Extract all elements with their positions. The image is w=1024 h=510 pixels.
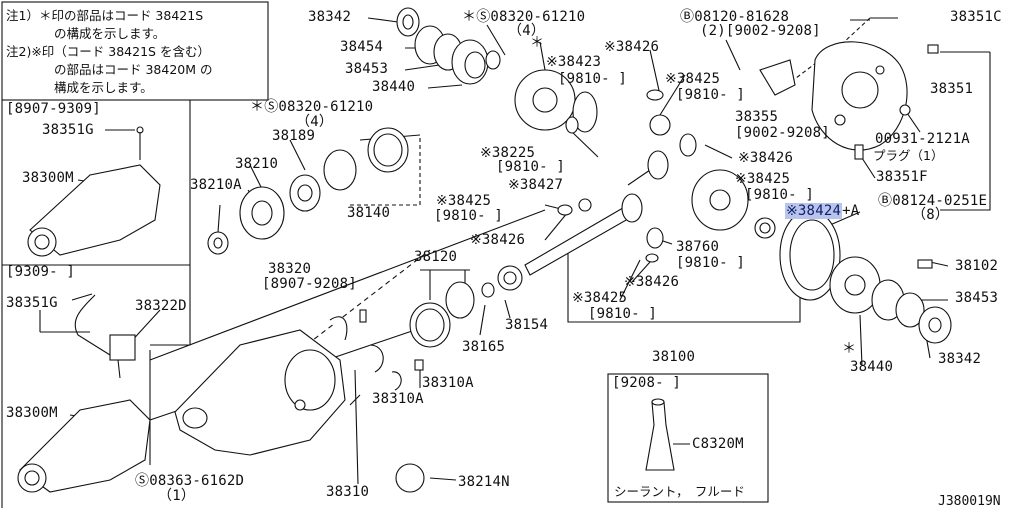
label-38425-right[interactable]: ※38425 <box>735 171 791 187</box>
label-38342-right[interactable]: 38342 <box>938 351 982 367</box>
label-38120[interactable]: 38120 <box>414 249 458 265</box>
label-38355[interactable]: 38355 <box>735 109 779 125</box>
label-38424-group[interactable]: ※38424+A <box>785 203 860 219</box>
label-38102[interactable]: 38102 <box>955 258 999 274</box>
inset-box <box>607 373 769 503</box>
label-38425-c[interactable]: ※38425 <box>572 290 628 306</box>
pinion-bearing-group <box>396 7 776 239</box>
note-1-line-1: 注1）＊印の部品はコード 38421S <box>6 8 204 23</box>
note-2-line-3: 構成を示します。 <box>54 80 153 95</box>
label-38310[interactable]: 38310 <box>326 484 370 500</box>
label-38320-date: [8907-9208] <box>262 276 357 292</box>
label-38440-top[interactable]: 38440 <box>372 79 416 95</box>
label-38210A[interactable]: 38210A <box>190 177 242 193</box>
label-38300M-b[interactable]: 38300M <box>6 405 58 421</box>
label-38351[interactable]: 38351 <box>930 81 974 97</box>
label-inset-caption: シーラント， フルード <box>614 484 745 499</box>
label-38351C[interactable]: 38351C <box>950 9 1002 25</box>
label-inset-date: [9208- ] <box>612 375 682 391</box>
label-bolt-08120-qty: (2)[9002-9208] <box>700 23 821 39</box>
label-38426-c[interactable]: ※38426 <box>624 274 680 290</box>
label-38453-right[interactable]: 38453 <box>955 290 999 306</box>
label-range-9309: [9309- ] <box>6 264 76 280</box>
label-38425-b-date: [9810- ] <box>434 208 504 224</box>
label-bolt-08320-mid[interactable]: ＊Ⓢ08320-61210 <box>250 99 374 115</box>
label-inset-part[interactable]: C8320M <box>692 436 744 452</box>
label-38140[interactable]: 38140 <box>347 205 391 221</box>
label-38423-date: [9810- ] <box>558 71 628 87</box>
label-38351G-a[interactable]: 38351G <box>42 122 94 138</box>
label-38210[interactable]: 38210 <box>235 156 279 172</box>
diff-cover <box>759 41 939 160</box>
label-bolt-08363[interactable]: Ⓢ08363-6162D <box>135 473 245 489</box>
label-00931-sub: プラグ（1） <box>873 148 944 163</box>
label-38310A-a[interactable]: 38310A <box>422 375 474 391</box>
sealant-tube-icon <box>645 398 675 471</box>
label-38355-date: [9002-9208] <box>735 125 830 141</box>
label-38189[interactable]: 38189 <box>272 128 316 144</box>
label-38423[interactable]: ※38423 <box>546 54 602 70</box>
label-bolt-08320-top-qty: （4） <box>508 23 546 39</box>
label-star-38440: ＊ <box>842 341 857 357</box>
note-2-line-1: 注2)※印（コード 38421S を含む） <box>6 44 210 59</box>
label-bolt-08124[interactable]: Ⓑ08124-0251E <box>878 193 988 209</box>
drive-pinion <box>497 193 664 291</box>
label-38225[interactable]: ※38225 <box>480 145 536 161</box>
label-38426-b[interactable]: ※38426 <box>470 232 526 248</box>
label-38760-date: [9810- ] <box>676 255 746 271</box>
label-38351G-b[interactable]: 38351G <box>6 295 58 311</box>
label-38165[interactable]: 38165 <box>462 339 506 355</box>
label-38424-suffix: +A <box>842 203 860 219</box>
label-38100[interactable]: 38100 <box>652 349 696 365</box>
label-00931[interactable]: 00931-2121A <box>875 131 970 147</box>
label-38225-date: [9810- ] <box>496 159 566 175</box>
note-2-line-2: の部品はコード 38420M の <box>54 62 213 77</box>
label-38342-top[interactable]: 38342 <box>308 9 352 25</box>
label-star-38423: ＊ <box>530 35 545 51</box>
label-bolt-08120[interactable]: Ⓑ08120-81628 <box>680 9 790 25</box>
notes-box <box>1 1 269 101</box>
label-38300M-a[interactable]: 38300M <box>22 170 74 186</box>
label-38425-right-date: [9810- ] <box>745 187 815 203</box>
label-38427[interactable]: ※38427 <box>508 177 564 193</box>
note-1-line-2: の構成を示します。 <box>54 26 166 41</box>
diagram-reference: J380019N <box>938 494 1001 509</box>
label-38453-top[interactable]: 38453 <box>345 61 389 77</box>
label-bolt-08124-qty: （8） <box>912 207 950 223</box>
label-bolt-08320-mid-qty: （4） <box>296 114 334 130</box>
label-range-8907: [8907-9309] <box>6 101 101 117</box>
label-38424[interactable]: ※38424 <box>785 203 843 219</box>
label-38310A-b[interactable]: 38310A <box>372 391 424 407</box>
diff-assembly-a <box>27 126 161 257</box>
label-38760[interactable]: 38760 <box>676 239 720 255</box>
label-bolt-08320-top[interactable]: ＊Ⓢ08320-61210 <box>462 9 586 25</box>
label-38425-c-date: [9810- ] <box>588 306 658 322</box>
label-38351F[interactable]: 38351F <box>876 169 928 185</box>
label-38440-right[interactable]: 38440 <box>850 359 894 375</box>
carrier-housing <box>174 309 424 456</box>
label-38425-b[interactable]: ※38425 <box>436 193 492 209</box>
label-38154[interactable]: 38154 <box>505 317 549 333</box>
label-38322D[interactable]: 38322D <box>135 298 187 314</box>
diff-assembly-b <box>17 294 151 493</box>
label-38214N[interactable]: 38214N <box>458 474 510 490</box>
label-38320[interactable]: 38320 <box>268 261 312 277</box>
label-38426-a[interactable]: ※38426 <box>604 39 660 55</box>
flange-bearing-group <box>207 127 495 493</box>
label-38454[interactable]: 38454 <box>340 39 384 55</box>
label-38425-a-date: [9810- ] <box>676 87 746 103</box>
ring-gear-group <box>779 209 952 344</box>
label-38426-right[interactable]: ※38426 <box>738 150 794 166</box>
label-bolt-08363-qty: （1） <box>158 488 196 504</box>
label-38425-a[interactable]: ※38425 <box>665 71 721 87</box>
